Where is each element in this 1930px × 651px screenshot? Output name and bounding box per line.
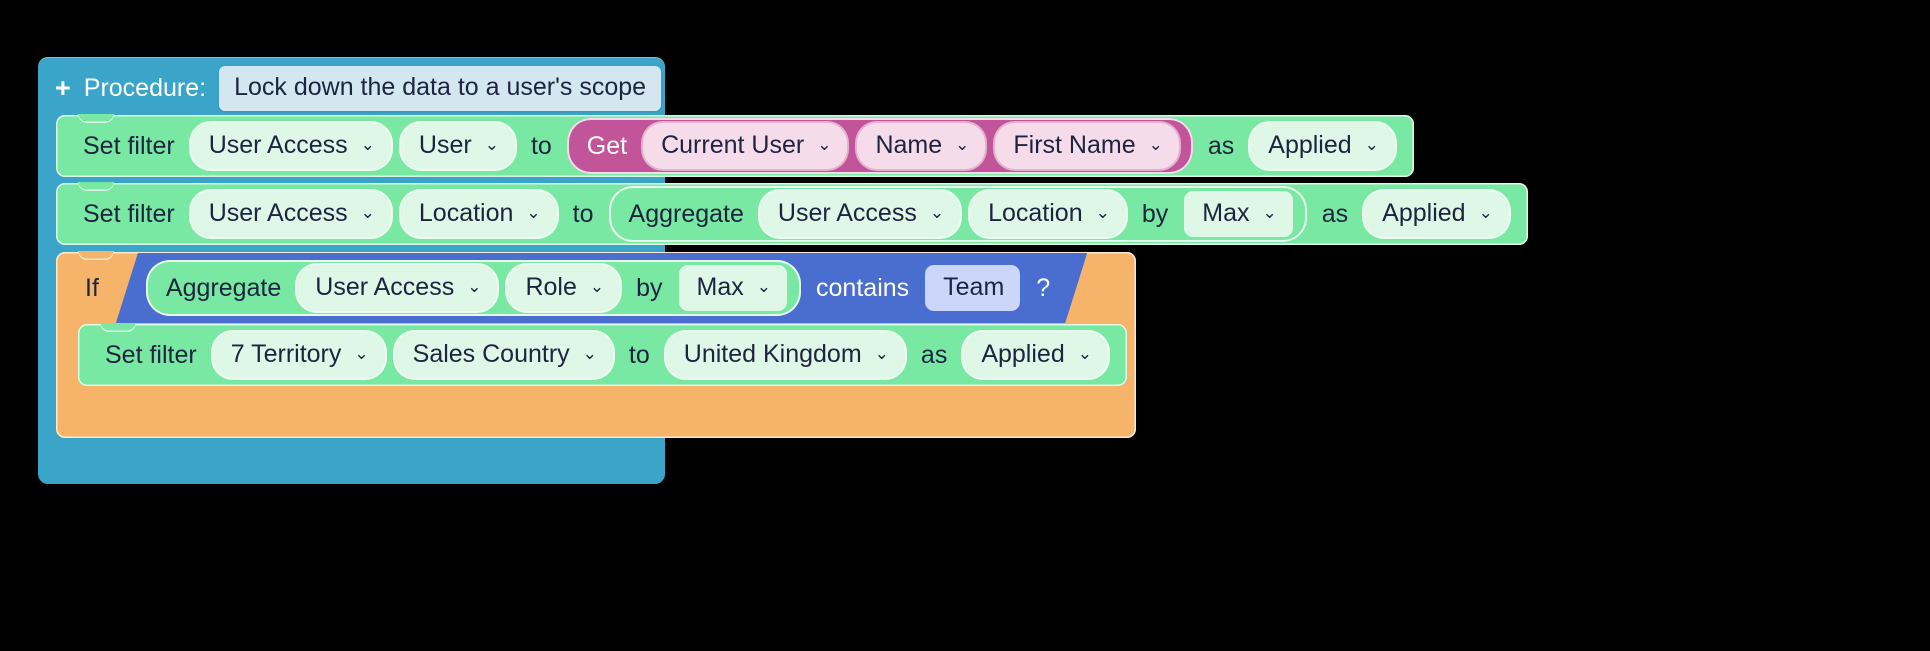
procedure-header[interactable]: + Procedure: Lock down the data to a use… — [38, 57, 665, 119]
block-notch — [78, 251, 114, 260]
if-footer-spacer — [56, 386, 1136, 438]
value-dropdown[interactable]: United Kingdom ⌄ — [665, 332, 905, 378]
mode-dropdown[interactable]: Applied ⌄ — [963, 332, 1108, 378]
mode-dropdown[interactable]: Applied ⌄ — [1250, 123, 1395, 169]
condition-terminator: ? — [1036, 273, 1051, 302]
chevron-down-icon: ⌄ — [756, 277, 772, 296]
aggregate-function-dropdown[interactable]: Max ⌄ — [679, 265, 787, 311]
procedure-label: Procedure: — [83, 73, 207, 102]
chevron-down-icon: ⌄ — [1478, 203, 1493, 222]
set-filter-keyword: Set filter — [105, 340, 197, 369]
block-notch — [78, 114, 114, 123]
aggregate-field-dropdown[interactable]: Role ⌄ — [507, 265, 620, 311]
aggregate-table-dropdown[interactable]: User Access ⌄ — [297, 265, 497, 311]
aggregate-function-dropdown[interactable]: Max ⌄ — [1184, 191, 1293, 237]
chevron-down-icon: ⌄ — [526, 203, 541, 222]
aggregate-table-value: User Access — [777, 199, 917, 227]
aggregate-function-value: Max — [1202, 199, 1250, 227]
condition-block-contains[interactable]: Aggregate User Access ⌄ Role ⌄ by Max ⌄ — [116, 253, 1087, 323]
get-detail-dropdown[interactable]: First Name ⌄ — [995, 123, 1179, 169]
chevron-down-icon: ⌄ — [1364, 135, 1379, 154]
if-header[interactable]: If Aggregate User Access ⌄ Role ⌄ by — [56, 252, 1136, 324]
aggregate-table-value: User Access — [315, 273, 455, 301]
by-label: by — [636, 273, 663, 302]
get-source-dropdown[interactable]: Current User ⌄ — [643, 123, 848, 169]
aggregate-keyword: Aggregate — [165, 273, 282, 302]
table-dropdown-value: 7 Territory — [230, 340, 342, 368]
get-detail-value: First Name — [1013, 131, 1136, 159]
aggregate-value-block[interactable]: Aggregate User Access ⌄ Location ⌄ by Ma… — [608, 186, 1307, 242]
chevron-down-icon: ⌄ — [467, 277, 482, 296]
chevron-down-icon: ⌄ — [1148, 135, 1163, 154]
table-dropdown[interactable]: User Access ⌄ — [190, 123, 391, 169]
field-dropdown-value: Location — [418, 199, 514, 227]
if-block[interactable]: If Aggregate User Access ⌄ Role ⌄ by — [56, 251, 1136, 438]
operator-label: contains — [816, 273, 910, 302]
chevron-down-icon: ⌄ — [929, 203, 945, 222]
if-keyword: If — [85, 273, 99, 302]
table-dropdown-value: User Access — [208, 199, 348, 227]
as-label: as — [1207, 131, 1235, 160]
table-dropdown[interactable]: User Access ⌄ — [190, 191, 391, 237]
field-dropdown[interactable]: User ⌄ — [400, 123, 515, 169]
get-attribute-value: Name — [875, 131, 943, 159]
value-dropdown-value: United Kingdom — [683, 340, 862, 368]
statement-block-set-filter-1[interactable]: Set filter User Access ⌄ User ⌄ to Get C… — [56, 114, 1414, 177]
mode-dropdown-value: Applied — [1268, 131, 1352, 159]
statement-block-set-filter-3[interactable]: Set filter 7 Territory ⌄ Sales Country ⌄… — [78, 323, 1127, 386]
procedure-title-input[interactable]: Lock down the data to a user's scope — [219, 65, 662, 111]
aggregate-value-block[interactable]: Aggregate User Access ⌄ Role ⌄ by Max ⌄ — [146, 260, 801, 316]
aggregate-field-dropdown[interactable]: Location ⌄ — [970, 191, 1126, 237]
chevron-down-icon: ⌄ — [360, 135, 375, 154]
set-filter-keyword: Set filter — [83, 199, 175, 228]
as-label: as — [1321, 199, 1349, 228]
aggregate-keyword: Aggregate — [628, 199, 744, 228]
set-filter-keyword: Set filter — [83, 131, 175, 160]
chevron-down-icon: ⌄ — [1095, 203, 1110, 222]
get-source-value: Current User — [661, 131, 805, 159]
by-label: by — [1141, 199, 1169, 228]
chevron-down-icon: ⌄ — [1077, 344, 1092, 363]
aggregate-field-value: Location — [988, 199, 1083, 227]
get-attribute-dropdown[interactable]: Name ⌄ — [857, 123, 986, 169]
if-body: Set filter 7 Territory ⌄ Sales Country ⌄… — [78, 323, 1136, 386]
mode-dropdown[interactable]: Applied ⌄ — [1364, 191, 1509, 237]
chevron-down-icon: ⌄ — [360, 203, 375, 222]
get-keyword: Get — [586, 131, 628, 160]
to-label: to — [530, 131, 552, 160]
statement-block-set-filter-2[interactable]: Set filter User Access ⌄ Location ⌄ to A… — [56, 182, 1528, 245]
aggregate-field-value: Role — [525, 273, 577, 301]
to-label: to — [628, 340, 650, 369]
block-notch — [78, 182, 114, 191]
block-notch — [100, 323, 136, 332]
to-label: to — [572, 199, 594, 228]
aggregate-function-value: Max — [696, 273, 744, 301]
mode-dropdown-value: Applied — [981, 340, 1065, 368]
chevron-down-icon: ⌄ — [484, 135, 499, 154]
chevron-down-icon: ⌄ — [589, 277, 605, 296]
get-value-block[interactable]: Get Current User ⌄ Name ⌄ First Name ⌄ — [566, 118, 1193, 174]
condition-operand-field[interactable]: Team — [925, 265, 1020, 311]
table-dropdown-value: User Access — [208, 131, 348, 159]
table-dropdown[interactable]: 7 Territory ⌄ — [212, 332, 385, 378]
chevron-down-icon: ⌄ — [874, 344, 889, 363]
mode-dropdown-value: Applied — [1382, 199, 1466, 227]
chevron-down-icon: ⌄ — [582, 344, 597, 363]
as-label: as — [920, 340, 948, 369]
chevron-down-icon: ⌄ — [1262, 203, 1277, 222]
field-dropdown-value: Sales Country — [412, 340, 570, 368]
plus-icon[interactable]: + — [55, 72, 71, 103]
field-dropdown[interactable]: Location ⌄ — [400, 191, 557, 237]
field-dropdown-value: User — [418, 131, 472, 159]
chevron-down-icon: ⌄ — [955, 135, 970, 154]
condition-operand-value: Team — [943, 273, 1005, 301]
aggregate-table-dropdown[interactable]: User Access ⌄ — [759, 191, 961, 237]
chevron-down-icon: ⌄ — [354, 344, 369, 363]
chevron-down-icon: ⌄ — [817, 135, 832, 154]
field-dropdown[interactable]: Sales Country ⌄ — [394, 332, 613, 378]
